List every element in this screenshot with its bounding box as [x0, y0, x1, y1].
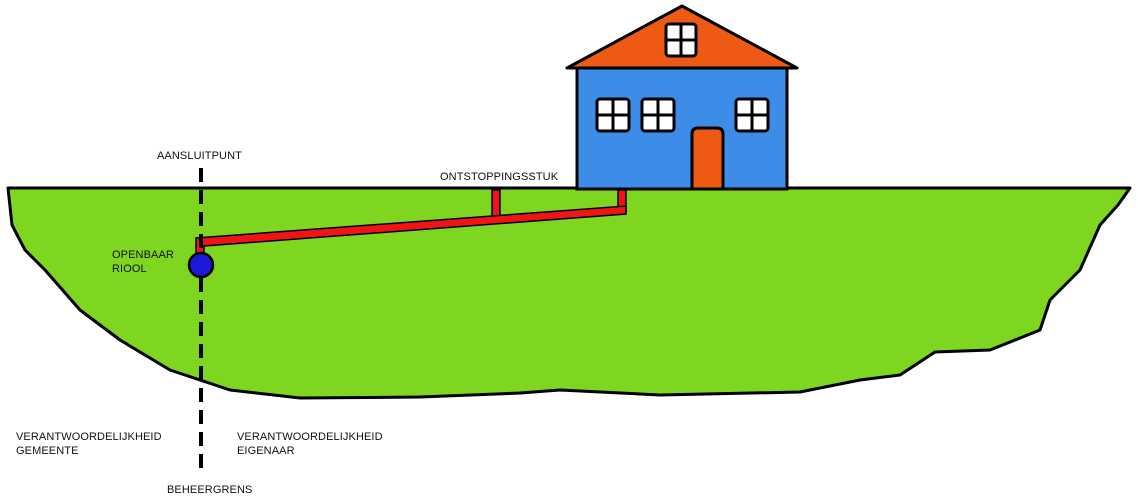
label-gemeente-line1: VERANTWOORDELIJKHEID — [16, 431, 162, 443]
label-openbaar-riool: OPENBAAR RIOOL — [112, 248, 174, 276]
label-openbaar-riool-line2: RIOOL — [112, 263, 147, 275]
window-middle — [640, 97, 676, 133]
house-door — [690, 126, 725, 191]
label-eigenaar-line1: VERANTWOORDELIJKHEID — [237, 431, 383, 443]
label-eigenaar-line2: EIGENAAR — [237, 445, 295, 457]
ground — [6, 186, 1132, 400]
public-sewer-circle — [187, 251, 215, 279]
label-verantwoordelijkheid-eigenaar: VERANTWOORDELIJKHEID EIGENAAR — [237, 430, 383, 458]
label-ontstoppingsstuk: ONTSTOPPINGSSTUK — [440, 171, 559, 183]
attic-window — [664, 22, 698, 58]
label-aansluitpunt: AANSLUITPUNT — [157, 150, 242, 162]
label-verantwoordelijkheid-gemeente: VERANTWOORDELIJKHEID GEMEENTE — [16, 430, 162, 458]
window-left — [595, 97, 631, 133]
label-openbaar-riool-line1: OPENBAAR — [112, 249, 174, 261]
label-beheergrens: BEHEERGRENS — [167, 484, 253, 496]
window-right — [734, 97, 770, 133]
label-gemeente-line2: GEMEENTE — [16, 445, 79, 457]
